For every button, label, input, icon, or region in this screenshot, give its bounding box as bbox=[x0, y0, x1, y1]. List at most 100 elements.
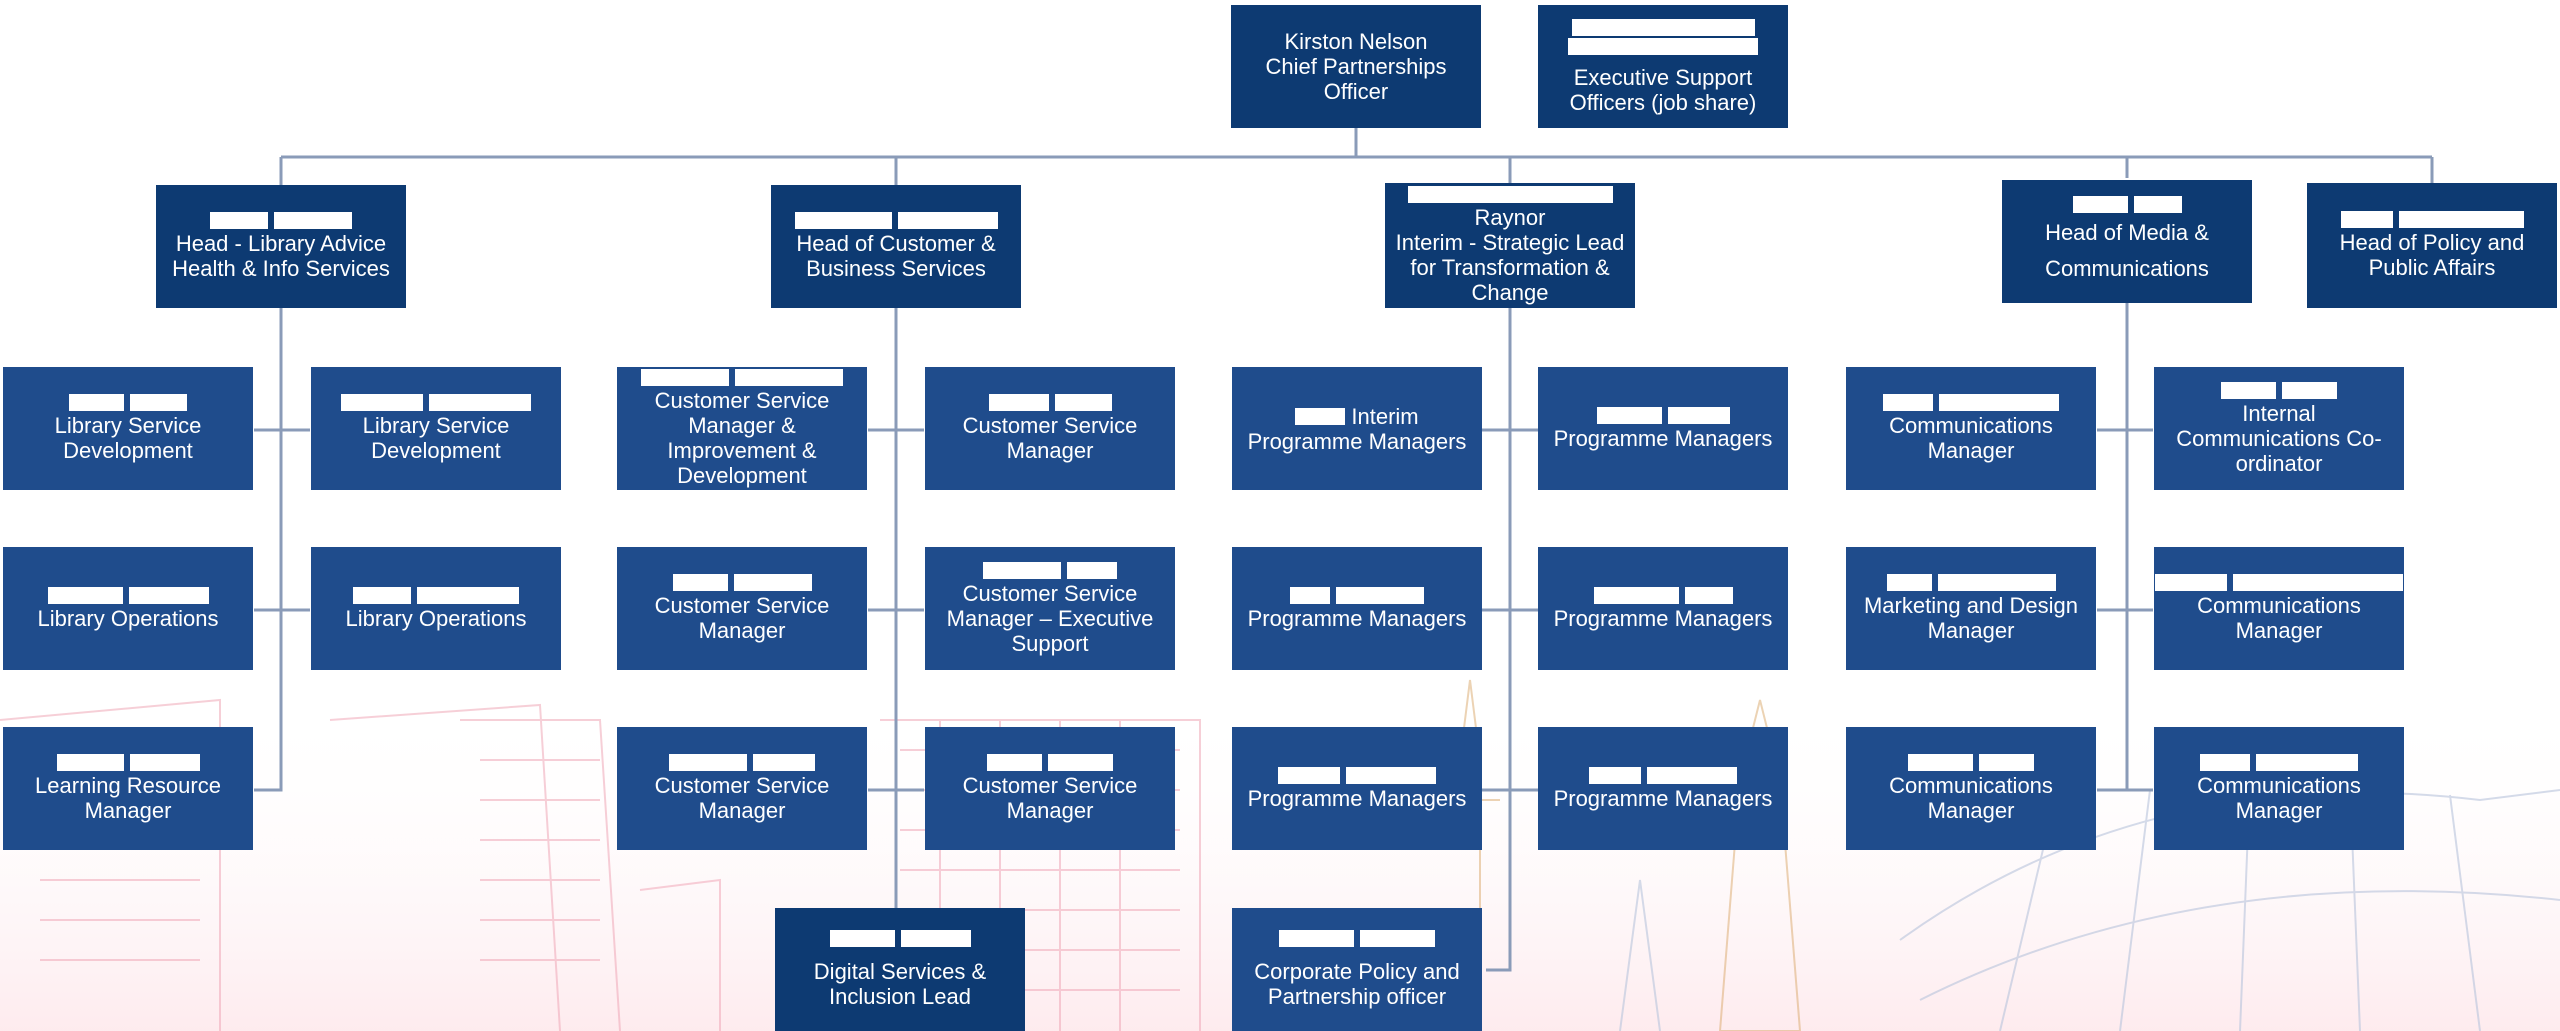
programme-managers-box-4: Programme Managers bbox=[1232, 727, 1482, 850]
role-title: Library Service Development bbox=[54, 413, 202, 463]
chief-name: Kirston Nelson bbox=[1284, 29, 1428, 54]
role-title: Customer Service Manager bbox=[654, 593, 830, 643]
role-title: Internal Communications Co-ordinator bbox=[2176, 400, 2382, 476]
role-title: Programme Managers bbox=[1553, 425, 1773, 451]
role-title: Corporate Policy and Partnership officer bbox=[1254, 959, 1460, 1009]
role-title: Communications Manager bbox=[1889, 773, 2053, 823]
chief-title: Chief Partnerships Officer bbox=[1265, 54, 1447, 104]
redacted-name bbox=[672, 574, 812, 591]
head-transformation-name: Raynor bbox=[1474, 205, 1546, 230]
head-library-box: Head - Library Advice Health & Info Serv… bbox=[156, 185, 406, 308]
redacted-name bbox=[2221, 381, 2337, 399]
role-title: Customer Service Manager bbox=[654, 773, 830, 823]
redacted-name bbox=[353, 586, 519, 604]
role-title: Library Operations bbox=[345, 605, 527, 631]
communications-manager-box-2: Communications Manager bbox=[2154, 547, 2404, 670]
redacted-name bbox=[1278, 766, 1436, 784]
library-service-development-box-1: Library Service Development bbox=[3, 367, 253, 490]
customer-service-executive-support-box: Customer Service Manager – Executive Sup… bbox=[925, 547, 1175, 670]
redacted-name bbox=[69, 394, 187, 411]
role-title: Learning Resource Manager bbox=[35, 773, 221, 823]
communications-manager-box-1: Communications Manager bbox=[1846, 367, 2096, 490]
redacted-name bbox=[1589, 766, 1737, 784]
learning-resource-manager-box: Learning Resource Manager bbox=[3, 727, 253, 850]
redacted-name bbox=[987, 754, 1113, 771]
redacted-name bbox=[1596, 406, 1730, 424]
redacted-name bbox=[210, 212, 352, 229]
role-title: Customer Service Manager bbox=[962, 413, 1138, 463]
role-title: Digital Services & Inclusion Lead bbox=[813, 959, 987, 1009]
redacted-name bbox=[47, 586, 209, 604]
head-customer-title: Head of Customer & Business Services bbox=[796, 231, 996, 281]
head-policy-box: Head of Policy and Public Affairs bbox=[2307, 183, 2557, 308]
head-media-title: Head of Media & Communications bbox=[2045, 220, 2209, 281]
redacted-name bbox=[641, 369, 843, 386]
redacted-name bbox=[2072, 196, 2182, 213]
role-title: Library Operations bbox=[37, 605, 219, 631]
head-library-title: Head - Library Advice Health & Info Serv… bbox=[172, 231, 390, 281]
programme-managers-box-3: Programme Managers bbox=[1538, 547, 1788, 670]
communications-manager-box-3: Communications Manager bbox=[1846, 727, 2096, 850]
head-media-box: Head of Media & Communications bbox=[2002, 180, 2252, 303]
head-policy-title: Head of Policy and Public Affairs bbox=[2339, 230, 2525, 280]
customer-service-manager-box-2: Customer Service Manager bbox=[617, 547, 867, 670]
customer-service-manager-box-1: Customer Service Manager bbox=[925, 367, 1175, 490]
programme-managers-box-2: Programme Managers bbox=[1232, 547, 1482, 670]
role-title: Communications Manager bbox=[1889, 413, 2053, 463]
redacted-name bbox=[1908, 754, 2034, 771]
library-service-development-box-2: Library Service Development bbox=[311, 367, 561, 490]
role-title: Library Service Development bbox=[362, 413, 510, 463]
role-title: Programme Managers bbox=[1553, 605, 1773, 631]
redacted-name bbox=[1571, 18, 1755, 36]
role-title: Programme Managers bbox=[1247, 785, 1467, 811]
redacted-name bbox=[2340, 211, 2524, 228]
redacted-name bbox=[2200, 754, 2358, 771]
redacted-name bbox=[1883, 394, 2059, 411]
chief-partnerships-officer-box: Kirston Nelson Chief Partnerships Office… bbox=[1231, 5, 1481, 128]
customer-service-manager-box-4: Customer Service Manager bbox=[925, 727, 1175, 850]
role-title: Programme Managers bbox=[1247, 428, 1467, 454]
digital-services-inclusion-lead-box: Digital Services & Inclusion Lead bbox=[775, 908, 1025, 1031]
role-title: Customer Service Manager – Executive Sup… bbox=[946, 580, 1154, 656]
interim-prefix: Interim bbox=[1351, 403, 1419, 429]
library-operations-box-2: Library Operations bbox=[311, 547, 561, 670]
redacted-name bbox=[1886, 574, 2056, 591]
redacted-name bbox=[669, 754, 815, 771]
interim-line: Interim bbox=[1295, 403, 1419, 429]
role-title: Communications Manager bbox=[2197, 773, 2361, 823]
redacted-name bbox=[341, 394, 531, 411]
redacted-name bbox=[829, 930, 971, 947]
role-title: Programme Managers bbox=[1247, 605, 1467, 631]
marketing-design-manager-box: Marketing and Design Manager bbox=[1846, 547, 2096, 670]
role-title: Marketing and Design Manager bbox=[1863, 593, 2078, 643]
redacted-name bbox=[988, 394, 1112, 411]
executive-support-box: Executive Support Officers (job share) bbox=[1538, 5, 1788, 128]
role-title: Customer Service Manager bbox=[962, 773, 1138, 823]
customer-service-manager-box-3: Customer Service Manager bbox=[617, 727, 867, 850]
communications-manager-box-4: Communications Manager bbox=[2154, 727, 2404, 850]
role-title: Communications Manager bbox=[2197, 593, 2361, 643]
library-operations-box-1: Library Operations bbox=[3, 547, 253, 670]
redacted-name bbox=[983, 561, 1117, 579]
interim-programme-managers-box: Interim Programme Managers bbox=[1232, 367, 1482, 490]
customer-service-improvement-box: Customer Service Manager & Improvement &… bbox=[617, 367, 867, 490]
internal-communications-coordinator-box: Internal Communications Co-ordinator bbox=[2154, 367, 2404, 490]
programme-managers-box-1: Programme Managers bbox=[1538, 367, 1788, 490]
programme-managers-box-5: Programme Managers bbox=[1538, 727, 1788, 850]
corporate-policy-partnership-officer-box: Corporate Policy and Partnership officer bbox=[1232, 908, 1482, 1031]
redacted-name bbox=[1593, 586, 1733, 604]
role-title: Customer Service Manager & Improvement &… bbox=[654, 388, 830, 488]
redacted-name bbox=[1295, 407, 1346, 425]
redacted-name bbox=[1290, 586, 1424, 604]
role-title: Programme Managers bbox=[1553, 785, 1773, 811]
exec-support-title: Executive Support Officers (job share) bbox=[1569, 64, 1757, 115]
redacted-name bbox=[1279, 930, 1435, 947]
head-transformation-title: Interim - Strategic Lead for Transformat… bbox=[1395, 230, 1625, 305]
redacted-name bbox=[56, 754, 200, 771]
redacted-name bbox=[1568, 37, 1758, 55]
redacted-name bbox=[1407, 186, 1613, 203]
redacted-name bbox=[2155, 574, 2403, 591]
head-customer-box: Head of Customer & Business Services bbox=[771, 185, 1021, 308]
redacted-name bbox=[794, 212, 998, 229]
